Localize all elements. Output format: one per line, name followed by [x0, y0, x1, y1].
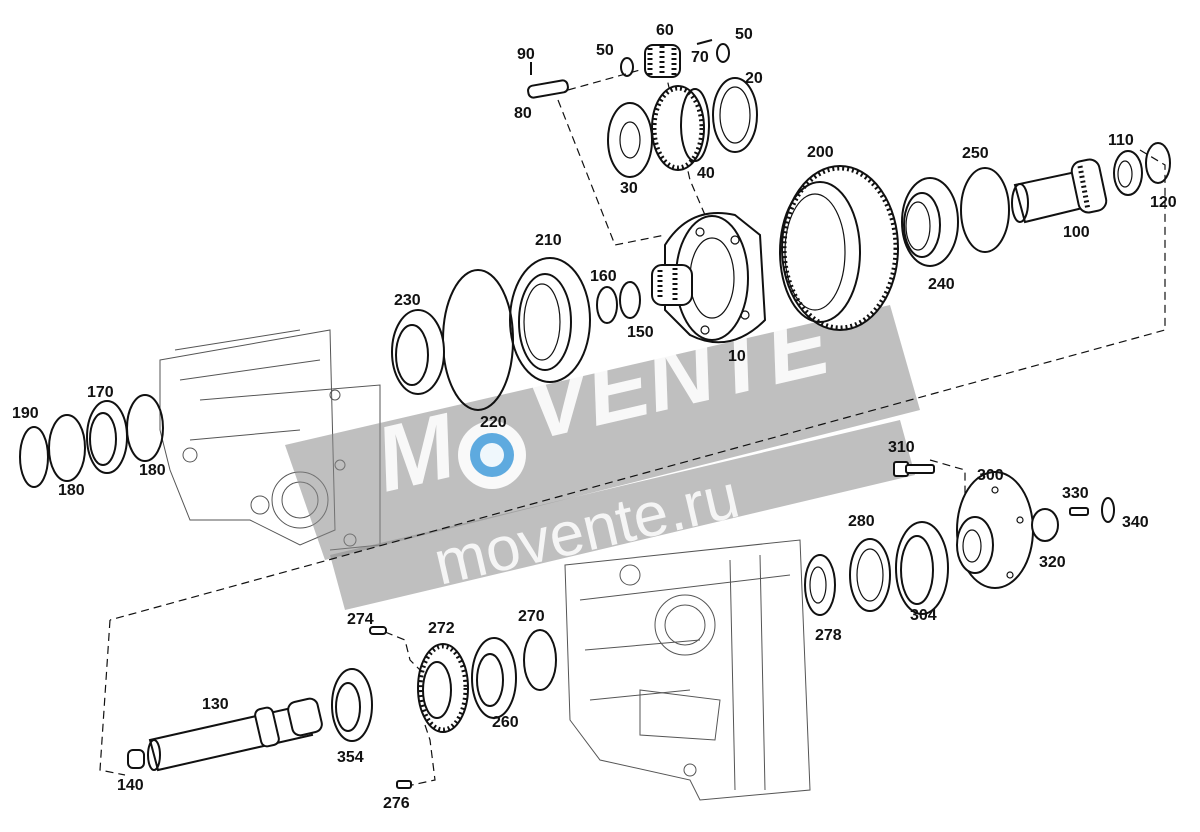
- callout-220: 220: [480, 414, 507, 431]
- part-304-bearing: [895, 521, 949, 615]
- part-220-retaining-ring: [442, 269, 514, 411]
- callout-160: 160: [590, 268, 617, 285]
- part-180-ring-right: [126, 394, 164, 462]
- callout-210: 210: [535, 232, 562, 249]
- part-120-snap-ring: [1145, 142, 1171, 184]
- callout-280: 280: [848, 513, 875, 530]
- callout-60: 60: [656, 22, 674, 39]
- callout-90: 90: [517, 46, 535, 63]
- part-210-seal-carrier: [509, 257, 591, 383]
- part-354-sliding-sleeve: [331, 668, 373, 742]
- callout-100: 100: [1063, 224, 1090, 241]
- part-40-planet-gear: [651, 85, 710, 171]
- callout-20: 20: [745, 70, 763, 87]
- part-272-clutch-gear: [417, 643, 469, 733]
- part-240-bearing: [901, 177, 959, 267]
- callout-270: 270: [518, 608, 545, 625]
- lower-housing-outline: [564, 539, 811, 801]
- callout-340: 340: [1122, 514, 1149, 531]
- part-300-output-flange: [956, 471, 1034, 589]
- callout-10: 10: [728, 348, 746, 365]
- part-50-washer-left: [620, 57, 634, 77]
- callout-140: 140: [117, 777, 144, 794]
- part-10-planet-carrier: [651, 212, 767, 344]
- callout-50-left: 50: [596, 42, 614, 59]
- part-150-o-ring: [619, 281, 641, 319]
- callout-110: 110: [1108, 132, 1134, 149]
- callout-120: 120: [1150, 194, 1177, 211]
- callout-354: 354: [337, 749, 364, 766]
- part-274-pin: [369, 626, 387, 635]
- callout-310: 310: [888, 439, 915, 456]
- callout-240: 240: [928, 276, 955, 293]
- part-250-circlip: [960, 167, 1010, 253]
- callout-70: 70: [691, 49, 709, 66]
- callout-30: 30: [620, 180, 638, 197]
- part-330-screw: [1069, 507, 1089, 516]
- callout-300: 300: [977, 467, 1004, 484]
- callout-320: 320: [1039, 554, 1066, 571]
- part-140-pilot-bearing: [127, 749, 145, 769]
- callout-304: 304: [910, 607, 937, 624]
- part-278-slotted-nut: [804, 554, 836, 616]
- part-20-thrust-washer: [712, 77, 758, 153]
- callout-278: 278: [815, 627, 842, 644]
- part-110-needle-bearing: [1113, 150, 1143, 196]
- part-260-bearing: [471, 637, 517, 719]
- callout-274: 274: [347, 611, 374, 628]
- callout-272: 272: [428, 620, 455, 637]
- callout-180-left: 180: [58, 482, 85, 499]
- part-270-ring: [523, 629, 557, 691]
- callout-labels: 90 80 50 60 70 50 20 30 40 200 250 110 1…: [12, 22, 1177, 812]
- part-310-bolt: [893, 461, 935, 477]
- callout-276: 276: [383, 795, 410, 812]
- part-280-shaft-seal: [849, 538, 891, 612]
- callout-150: 150: [627, 324, 654, 341]
- part-340-lock-plate: [1101, 497, 1115, 523]
- callout-230: 230: [394, 292, 421, 309]
- assembly-lines: [99, 69, 1166, 786]
- part-320-cap: [1031, 508, 1059, 542]
- callout-170: 170: [87, 384, 114, 401]
- callout-260: 260: [492, 714, 519, 731]
- part-200-ring-gear: [779, 165, 899, 331]
- part-130-input-shaft: [147, 697, 323, 772]
- callout-180-right: 180: [139, 462, 166, 479]
- part-70-needle: [696, 39, 713, 45]
- part-190-circlip: [19, 426, 49, 488]
- callout-190: 190: [12, 405, 39, 422]
- callout-50-right: 50: [735, 26, 753, 43]
- part-180-ring-left: [48, 414, 86, 482]
- part-276-screw: [396, 780, 412, 789]
- part-100-sun-hub: [1011, 158, 1108, 224]
- part-170-bearing: [86, 400, 128, 474]
- callout-250: 250: [962, 145, 989, 162]
- part-80-pin: [527, 79, 569, 99]
- callout-40: 40: [697, 165, 715, 182]
- callout-200: 200: [807, 144, 834, 161]
- callout-80: 80: [514, 105, 532, 122]
- part-30-thrust-washer: [607, 102, 653, 178]
- callout-330: 330: [1062, 485, 1089, 502]
- part-160-o-ring: [596, 286, 618, 324]
- part-60-pinion-gear: [644, 44, 681, 78]
- callout-130: 130: [202, 696, 229, 713]
- part-230-bearing: [391, 309, 445, 395]
- part-50-washer-right: [716, 43, 730, 63]
